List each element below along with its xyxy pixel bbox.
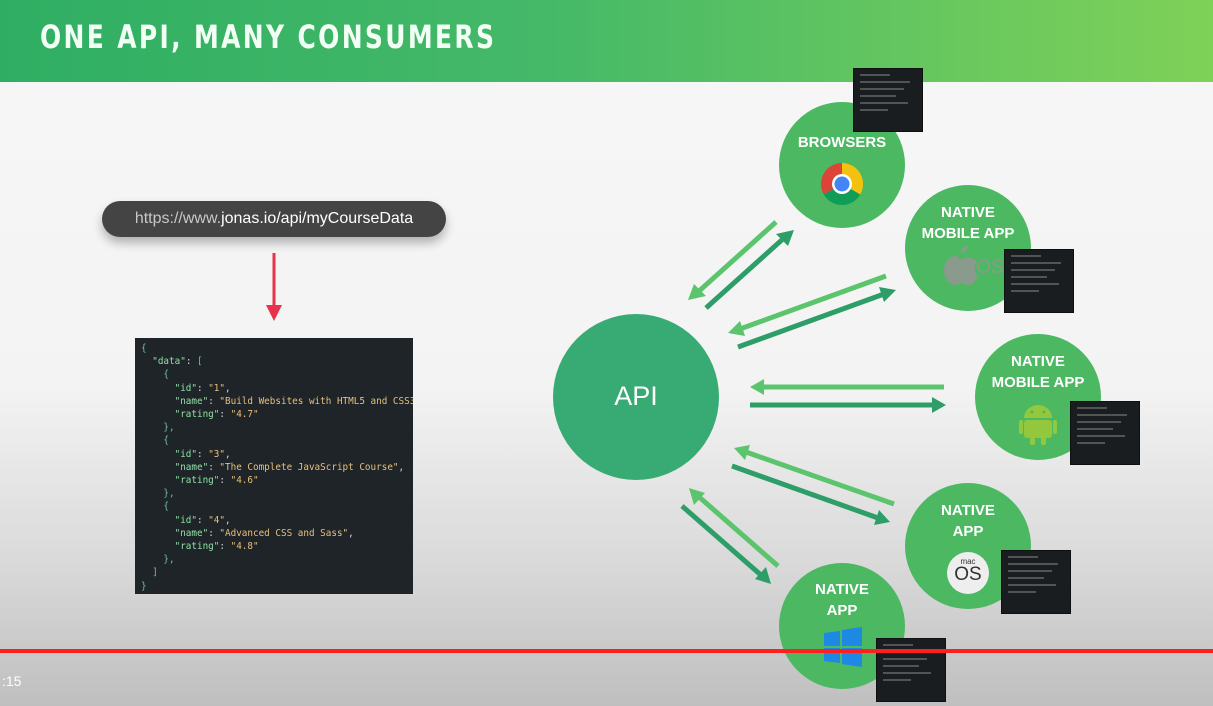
course-id: 3 xyxy=(213,448,220,460)
slide-title: ONE API, MANY CONSUMERS xyxy=(40,18,497,56)
android-icon xyxy=(1019,405,1057,445)
ios-label: NATIVE MOBILE APP xyxy=(898,202,1038,244)
ios-label-line2: MOBILE APP xyxy=(921,225,1015,242)
android-node xyxy=(975,334,1101,460)
chrome-icon xyxy=(820,163,864,206)
course-rating: 4.6 xyxy=(236,475,253,487)
api-url-pill: https://www.jonas.io/api/myCourseData xyxy=(102,201,446,237)
android-label-line1: NATIVE xyxy=(1011,353,1065,370)
windows-label-line1: NATIVE xyxy=(815,581,869,598)
course-id: 1 xyxy=(213,382,220,394)
windows-json-thumbnail xyxy=(876,638,946,702)
json-data-key: data xyxy=(157,356,181,368)
course-name: Advanced CSS and Sass xyxy=(225,527,343,539)
android-json-thumbnail xyxy=(1070,401,1140,465)
macos-label-line2: APP xyxy=(952,523,984,540)
ios-label-line1: NATIVE xyxy=(941,204,995,221)
macos-icon xyxy=(947,552,989,594)
macos-node xyxy=(905,483,1031,609)
course-name: The Complete JavaScript Course xyxy=(225,461,393,473)
browsers-json-thumbnail xyxy=(853,68,923,132)
json-response-panel: { "data": [ { "id": "1", "name": "Build … xyxy=(135,338,413,594)
android-label: NATIVE MOBILE APP xyxy=(968,351,1108,393)
windows-label-line2: APP xyxy=(826,602,858,619)
request-arrow xyxy=(266,253,282,321)
video-timestamp: :15 xyxy=(2,673,22,689)
json-code: { "data": [ { "id": "1", "name": "Build … xyxy=(141,342,413,593)
course-rating: 4.7 xyxy=(236,409,253,421)
course-rating: 4.8 xyxy=(236,541,253,553)
arrows xyxy=(680,220,946,584)
macos-json-thumbnail xyxy=(1001,550,1071,614)
url-prefix: https://www. xyxy=(134,210,222,227)
macos-label: NATIVE APP xyxy=(898,500,1038,542)
course-name: Build Websites with HTML5 and CSS3 xyxy=(225,395,413,407)
url-path: jonas.io/api/myCourseData xyxy=(221,210,414,227)
windows-label: NATIVE APP xyxy=(772,579,912,621)
ios-icon-text: iOS xyxy=(972,257,1004,278)
browsers-label: BROWSERS xyxy=(772,132,912,153)
macos-icon-big-text: OS xyxy=(954,564,982,585)
slide-header: ONE API, MANY CONSUMERS xyxy=(0,0,1213,82)
api-node xyxy=(553,314,719,480)
course-id: 4 xyxy=(213,514,220,526)
browsers-label-line1: BROWSERS xyxy=(797,134,887,151)
ios-node xyxy=(905,185,1031,311)
windows-node xyxy=(779,563,905,689)
macos-icon-small-text: mac xyxy=(960,557,976,566)
macos-label-line1: NATIVE xyxy=(941,502,995,519)
apple-ios-icon xyxy=(944,245,978,285)
ios-json-thumbnail xyxy=(1004,249,1074,313)
android-label-line2: MOBILE APP xyxy=(991,374,1085,391)
api-label: API xyxy=(614,381,658,411)
video-progress-bar[interactable] xyxy=(0,649,1213,653)
